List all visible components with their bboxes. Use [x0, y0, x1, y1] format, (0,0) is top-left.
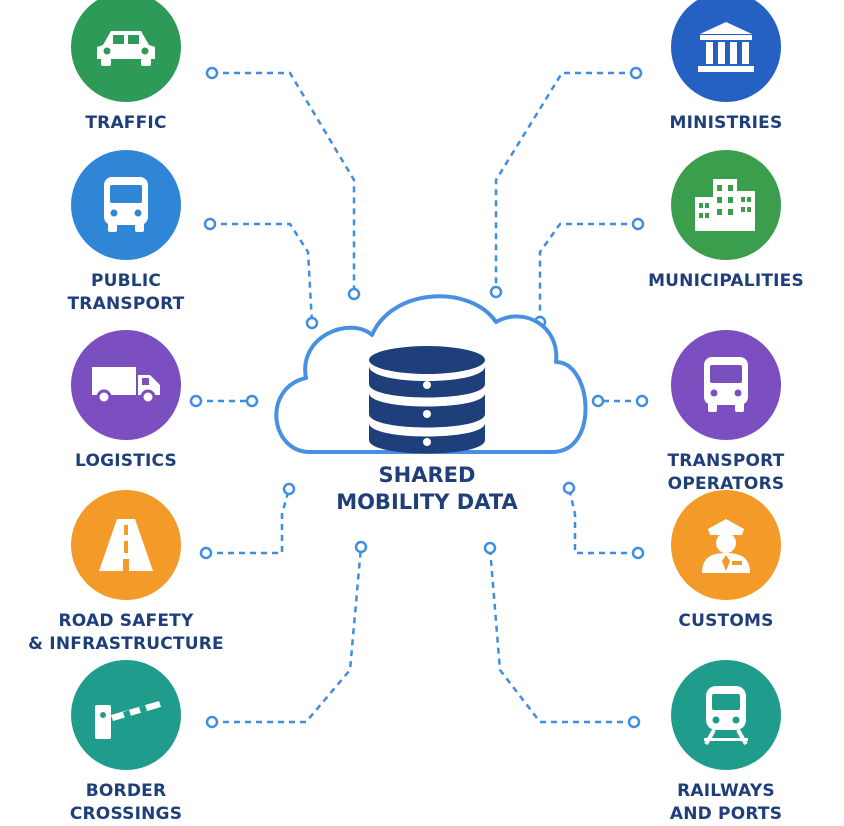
dashed-line	[212, 546, 363, 724]
truck-icon	[71, 330, 181, 440]
node-road-safety: ROAD SAFETY & INFRASTRUCTURE	[6, 490, 246, 656]
left-connector-3	[189, 394, 259, 408]
node-logistics: LOGISTICS	[6, 330, 246, 473]
connector-dot-start	[631, 217, 645, 231]
connector-dot-end	[483, 541, 497, 555]
node-label-line-1: PUBLIC	[90, 271, 162, 291]
connector-layer	[189, 66, 649, 729]
left-connector-2	[203, 217, 319, 330]
node-label-line-2: CROSSINGS	[69, 804, 183, 824]
connector-dot-end	[347, 287, 361, 301]
node-label-line-1: RAILWAYS	[677, 781, 775, 801]
dashed-line	[488, 547, 634, 724]
node-public-transport: PUBLIC TRANSPORT	[6, 150, 246, 316]
barrier-icon	[71, 660, 181, 770]
node-label: RAILWAYS AND PORTS	[606, 780, 844, 826]
connector-dot-start	[629, 66, 643, 80]
node-label-line-1: CUSTOMS	[678, 611, 774, 631]
connector-dot-start	[199, 546, 213, 560]
right-connector-4	[562, 481, 645, 560]
connector-dot-end	[489, 285, 503, 299]
node-label-line-2: & INFRASTRUCTURE	[28, 634, 224, 654]
connector-dot-end	[562, 481, 576, 495]
connector-dot-start	[205, 66, 219, 80]
node-municipalities: MUNICIPALITIES	[606, 150, 844, 293]
left-connector-4	[199, 482, 296, 560]
connector-dot-end	[245, 394, 259, 408]
node-label: MUNICIPALITIES	[606, 270, 844, 293]
dashed-line	[212, 71, 356, 294]
database-icon	[369, 346, 485, 454]
node-ministries: MINISTRIES	[606, 0, 844, 135]
hub-title-line-2: MOBILITY DATA	[336, 490, 518, 514]
connector-dot-end	[282, 482, 296, 496]
node-label-line-2: TRANSPORT	[67, 294, 185, 314]
dashed-line	[206, 488, 291, 555]
dashed-line	[210, 222, 314, 324]
dashed-line	[494, 71, 636, 292]
hub-title: SHARED MOBILITY DATA	[272, 462, 582, 516]
node-label-line-1: TRANSPORT	[667, 451, 785, 471]
connector-dot-end	[305, 316, 319, 330]
node-label-line-1: LOGISTICS	[75, 451, 177, 471]
node-label: TRANSPORT OPERATORS	[606, 450, 844, 496]
node-label-line-1: MINISTRIES	[669, 113, 783, 133]
left-connector-1	[205, 66, 361, 301]
node-label: LOGISTICS	[6, 450, 246, 473]
car-icon	[71, 0, 181, 102]
right-connector-1	[489, 66, 643, 299]
node-label-line-1: ROAD SAFETY	[58, 611, 194, 631]
hub-title-line-1: SHARED	[378, 463, 476, 487]
connector-dot-start	[203, 217, 217, 231]
right-connector-5	[483, 541, 641, 729]
node-label: TRAFFIC	[6, 112, 246, 135]
dashed-line	[567, 487, 638, 555]
right-connector-2	[533, 217, 645, 329]
connector-dot-end	[354, 540, 368, 554]
node-border-crossings: BORDER CROSSINGS	[6, 660, 246, 826]
cloud-shape	[274, 294, 588, 454]
node-label-line-1: TRAFFIC	[85, 113, 167, 133]
city-buildings-icon	[671, 150, 781, 260]
road-icon	[71, 490, 181, 600]
node-label: ROAD SAFETY & INFRASTRUCTURE	[6, 610, 246, 656]
train-icon	[671, 660, 781, 770]
left-connector-5	[205, 540, 368, 729]
diagram-canvas: SHARED MOBILITY DATA TRAFFIC PUBLIC TRANSP…	[6, 0, 844, 824]
node-label-line-1: BORDER	[85, 781, 167, 801]
bus-icon	[71, 150, 181, 260]
node-label: PUBLIC TRANSPORT	[6, 270, 246, 316]
connector-dot-start	[635, 394, 649, 408]
node-customs: CUSTOMS	[606, 490, 844, 633]
connector-dot-start	[205, 715, 219, 729]
connector-dot-end	[591, 394, 605, 408]
node-label: CUSTOMS	[606, 610, 844, 633]
connector-dot-start	[189, 394, 203, 408]
node-transport-operators: TRANSPORT OPERATORS	[606, 330, 844, 496]
node-label-line-2: OPERATORS	[667, 474, 785, 494]
node-label-line-1: MUNICIPALITIES	[648, 271, 804, 291]
right-connector-3	[591, 394, 649, 408]
customs-officer-icon	[671, 490, 781, 600]
dashed-line	[538, 222, 638, 322]
connector-dot-start	[631, 546, 645, 560]
node-railways-ports: RAILWAYS AND PORTS	[606, 660, 844, 826]
bus-icon	[671, 330, 781, 440]
node-traffic: TRAFFIC	[6, 0, 246, 135]
node-label: MINISTRIES	[606, 112, 844, 135]
node-label-line-2: AND PORTS	[669, 804, 783, 824]
node-label: BORDER CROSSINGS	[6, 780, 246, 826]
connector-dot-start	[627, 715, 641, 729]
government-building-icon	[671, 0, 781, 102]
